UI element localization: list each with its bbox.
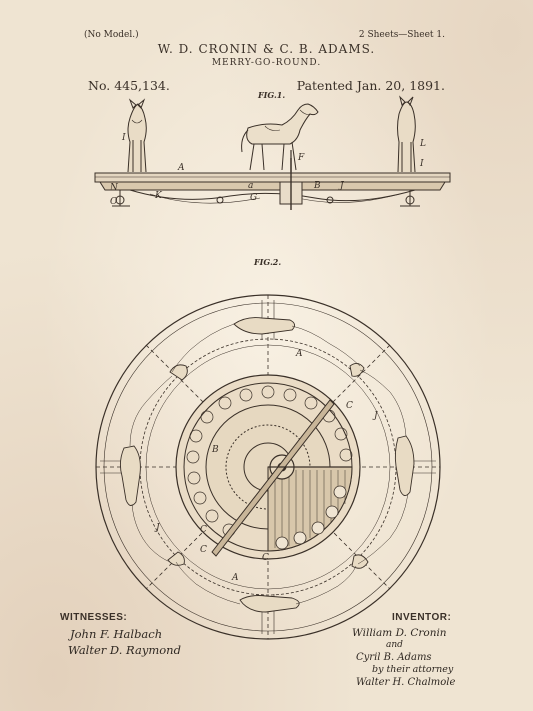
fig1-letter: I (121, 133, 126, 143)
inventor-signature: Cyril B. Adams (356, 652, 432, 663)
inventor-signature: and (386, 640, 403, 650)
fig2-letter: C (346, 401, 353, 411)
fig1-letter: F (297, 153, 305, 163)
inventor-signature: William D. Cronin (352, 627, 447, 639)
inventor-signature: by their attorney (372, 664, 454, 675)
fig1-letter: K (154, 191, 163, 201)
fig1-label: FIG.1. (258, 90, 286, 100)
witness-signature: John F. Halbach (70, 627, 163, 641)
fig2-letter: C (200, 525, 207, 535)
fig2-horses (119, 317, 415, 613)
fig1-letter: a (248, 181, 253, 191)
fig2-plan-view (95, 294, 441, 640)
fig1-letter: L (419, 139, 426, 149)
fig1-letter: J (338, 181, 345, 191)
no-model-note: (No Model.) (84, 30, 139, 40)
fig2-letter: B (211, 445, 219, 455)
fig2-letter: J (372, 411, 379, 421)
fig1-letter: I (419, 159, 424, 169)
fig1-letter: A (177, 163, 185, 173)
fig1-left-horse (127, 98, 147, 173)
fig1-center-horse (241, 103, 319, 172)
fig1-right-horse (397, 95, 416, 173)
fig1-undercarriage (99, 181, 446, 191)
witnesses-label: WITNESSES: (60, 612, 128, 623)
fig2-rollers (186, 385, 353, 537)
fig1-side-view (94, 95, 451, 210)
fig2-letter: C (200, 545, 207, 555)
fig1-letter: B (313, 181, 321, 191)
patent-number: No. 445,134. (88, 78, 170, 93)
fig1-letter: N (109, 183, 119, 193)
patent-title: W. D. CRONIN & C. B. ADAMS. (157, 42, 376, 56)
fig2-letter: A (231, 573, 239, 583)
fig2-drive-bar (211, 399, 335, 557)
sheet-count: 2 Sheets—Sheet 1. (358, 30, 445, 40)
fig1-platform (94, 172, 451, 183)
fig2-label: FIG.2. (254, 257, 282, 267)
witness-signature: Walter D. Raymond (68, 643, 181, 657)
patent-subtitle: MERRY-GO-ROUND. (211, 58, 322, 68)
fig1-letter: G (250, 193, 257, 203)
inventor-label: INVENTOR: (392, 612, 452, 623)
fig2-letter: J (154, 523, 161, 533)
fig2-reference-letters: A A B C C C C J J (154, 349, 379, 583)
fig2-letter: A (295, 349, 303, 359)
patent-date: Patented Jan. 20, 1891. (296, 78, 445, 93)
fig1-letter: O (110, 197, 118, 207)
fig2-letter: C (262, 553, 269, 563)
inventor-signature: Walter H. Chalmole (356, 677, 456, 688)
fig1-reference-letters: A a F B N O K G J L I I (109, 133, 426, 207)
